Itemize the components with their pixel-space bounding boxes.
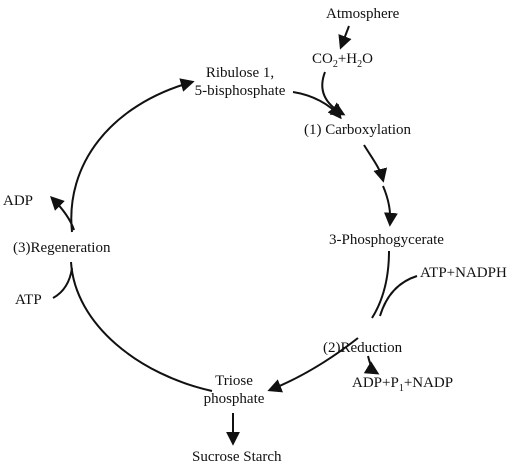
triose-phosphate-label: Triose phosphate [196, 372, 272, 408]
co2-subscript: 2 [332, 59, 338, 70]
rubp-to-carboxylation-arrow [292, 91, 342, 120]
triose-label-line1: Triose [215, 373, 253, 389]
sucrose-starch-label: Sucrose Starch [192, 449, 282, 465]
carboxylation-label: (1) Carboxylation [304, 122, 412, 138]
water-subscript: 2 [357, 59, 363, 70]
carboxylation-to-pga-arrow-1 [363, 144, 388, 183]
triose-to-regeneration-arc [70, 261, 213, 392]
atmosphere-to-co2-arrow [338, 25, 352, 50]
regeneration-label: (3)Regeneration [13, 240, 111, 256]
oxygen-text: O [362, 51, 373, 67]
atp-label: ATP [15, 292, 42, 308]
rubp-label-line1: Ribulose 1, [205, 65, 275, 81]
adp-pi-text: ADP+P [352, 375, 399, 391]
nadp-text: +NADP [403, 375, 454, 391]
triose-label-line2: phosphate [203, 391, 265, 407]
pi-subscript: 1 [398, 383, 404, 394]
adp-label: ADP [3, 193, 34, 209]
atp-nadph-label: ATP+NADPH [420, 265, 507, 281]
atmosphere-label: Atmosphere [326, 6, 400, 22]
reduction-label: (2)Reduction [323, 340, 403, 356]
atp-input-arc [52, 267, 73, 299]
rubp-label-line2: 5-bisphosphate [194, 83, 286, 99]
co2-text: CO [312, 51, 333, 67]
co2-input-arrow [321, 71, 346, 116]
water-text: +H [337, 51, 358, 67]
atp-nadph-input-arc [379, 275, 418, 317]
rubp-label: Ribulose 1, 5-bisphosphate [188, 64, 292, 100]
pga-label: 3-Phosphogycerate [329, 232, 444, 248]
regeneration-to-rubp-arrow [70, 78, 195, 233]
adp-output-arrow [50, 196, 75, 231]
reduction-products-label: ADP+P1+NADP [352, 374, 454, 394]
reduction-products-arrow [363, 355, 380, 375]
carboxylation-to-pga-arrow-2 [382, 185, 398, 227]
co2-water-label: CO2+H2O [312, 50, 373, 70]
pga-to-reduction-arc [371, 250, 390, 319]
reduction-to-triose-arrow [267, 337, 359, 393]
